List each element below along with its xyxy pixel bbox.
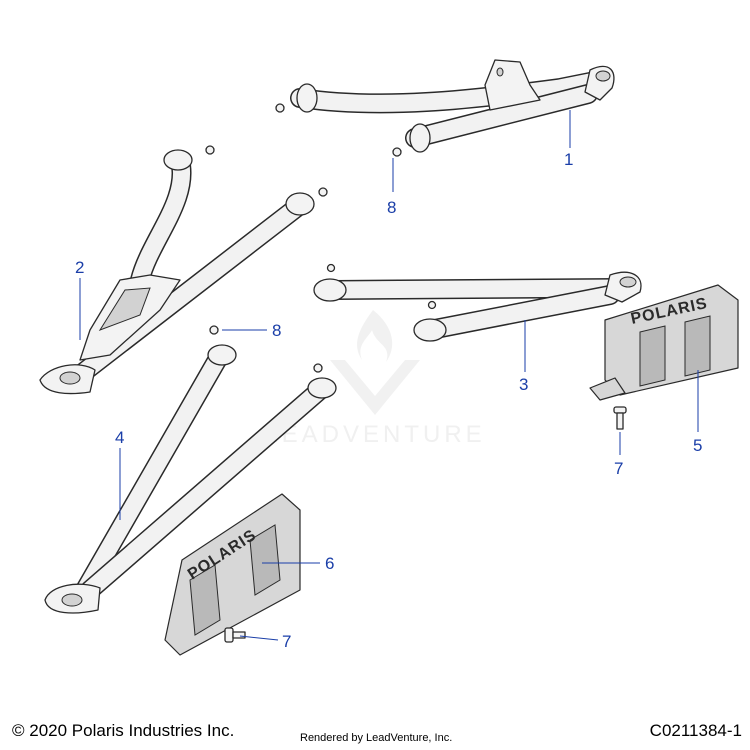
callout-3: 3 [519, 375, 528, 394]
copyright-text: © 2020 Polaris Industries Inc. [12, 721, 235, 740]
leadventure-watermark: LEADVENTURE [264, 310, 485, 448]
rendered-by-text: Rendered by LeadVenture, Inc. [300, 732, 453, 744]
part-1-upper-arm [275, 59, 615, 157]
watermark-v-icon [330, 360, 420, 415]
callout-7b: 7 [282, 632, 291, 651]
part-4-lower-arm [44, 325, 337, 614]
callout-4: 4 [115, 428, 124, 447]
callout-5: 5 [693, 436, 702, 455]
part-2-front-arm [39, 145, 328, 395]
callout-7a: 7 [614, 459, 623, 478]
callout-2: 2 [75, 258, 84, 277]
watermark-flame-icon [357, 310, 393, 362]
callouts: 1 8 2 8 3 4 5 7 6 7 [75, 110, 702, 651]
bolt-7-bottom [224, 627, 246, 643]
part-6-skid-guard: POLARIS [164, 493, 301, 656]
callout-8a: 8 [387, 198, 396, 217]
callout-6: 6 [325, 554, 334, 573]
part-3-rear-arm [313, 263, 642, 342]
bolt-7-right [613, 406, 627, 430]
callout-8b: 8 [272, 321, 281, 340]
diagram-id: C0211384-1 [649, 721, 742, 740]
watermark-text: LEADVENTURE [264, 421, 485, 448]
callout-1: 1 [564, 150, 573, 169]
